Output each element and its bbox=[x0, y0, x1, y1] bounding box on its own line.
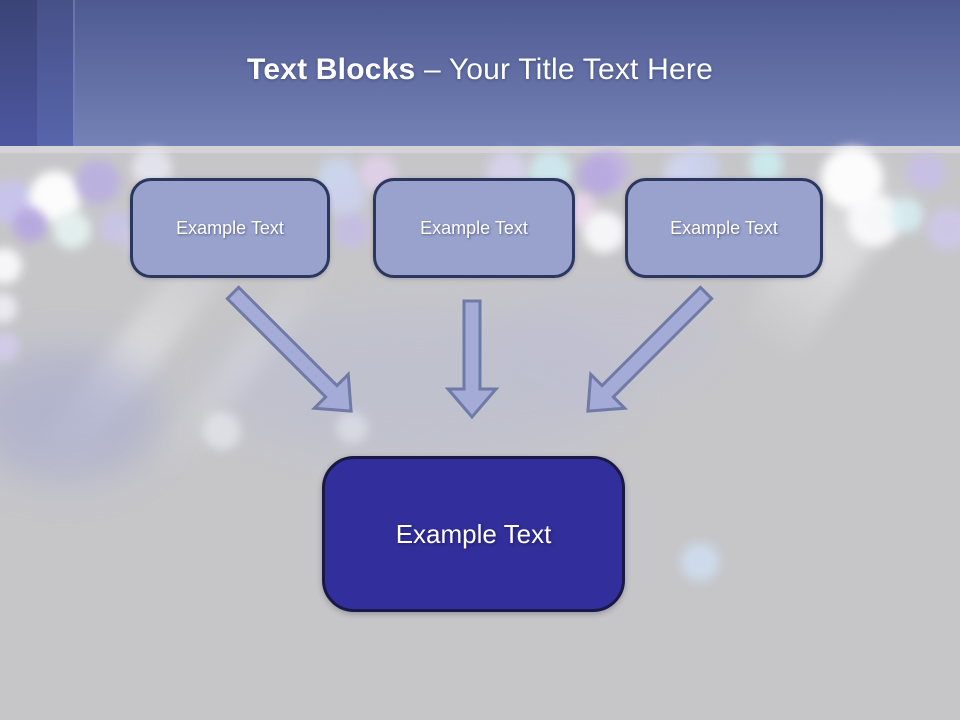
header-band: Text Blocks – Your Title Text Here bbox=[0, 0, 960, 146]
text-block-3-label: Example Text bbox=[670, 217, 778, 238]
sidebar-accent-dark bbox=[0, 0, 37, 146]
text-block-2-label: Example Text bbox=[420, 217, 528, 238]
text-block-1-label: Example Text bbox=[176, 217, 284, 238]
result-block[interactable]: Example Text bbox=[322, 456, 625, 612]
slide-title: Text Blocks – Your Title Text Here bbox=[0, 52, 960, 88]
text-block-2[interactable]: Example Text bbox=[373, 178, 575, 278]
result-block-label: Example Text bbox=[395, 518, 552, 549]
straight-arrow-middle[interactable] bbox=[444, 299, 500, 420]
slide-title-regular: – Your Title Text Here bbox=[423, 53, 713, 86]
diagonal-arrow-left[interactable] bbox=[216, 276, 368, 428]
text-block-3[interactable]: Example Text bbox=[625, 178, 823, 278]
diagonal-arrow-right[interactable] bbox=[571, 276, 723, 428]
text-block-1[interactable]: Example Text bbox=[130, 178, 330, 278]
sidebar-accent-medium bbox=[37, 0, 75, 146]
slide-title-bold: Text Blocks bbox=[247, 53, 416, 86]
header-divider-strip bbox=[0, 146, 960, 153]
